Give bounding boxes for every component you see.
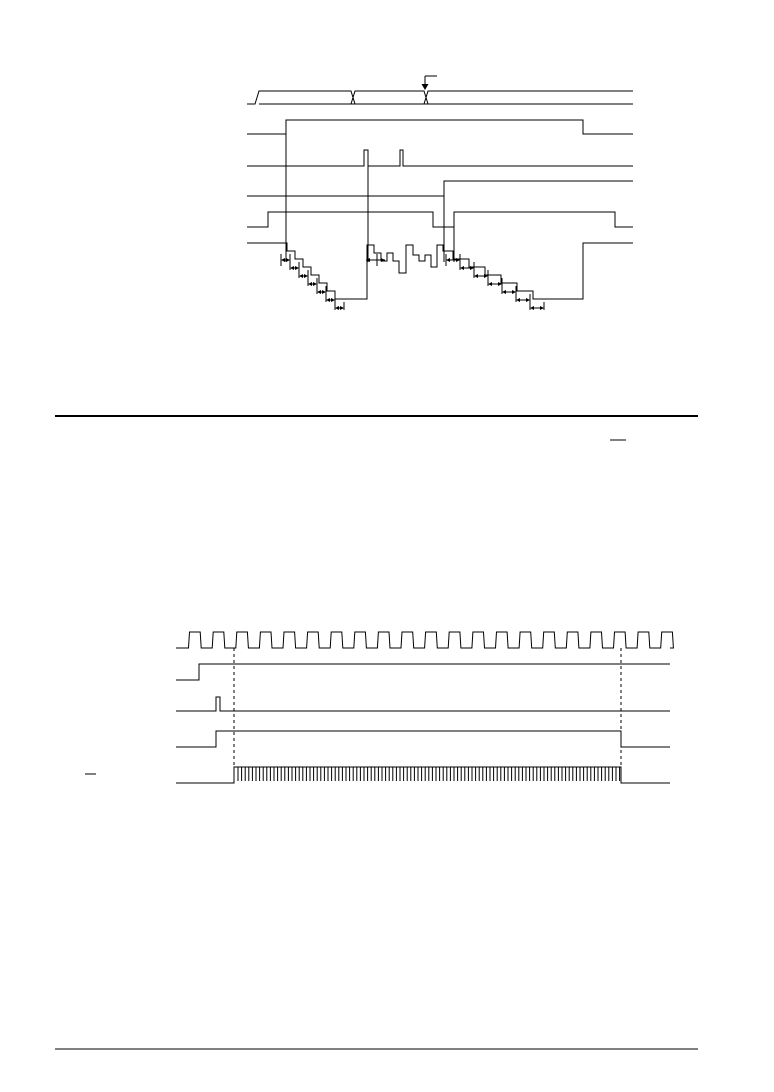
signal-2-waveform xyxy=(247,119,633,135)
arrow-head xyxy=(322,290,326,294)
timing-diagram-bottom xyxy=(176,631,674,784)
arrow-head xyxy=(484,274,488,278)
bus-waveform xyxy=(247,90,633,105)
arrow-head xyxy=(460,266,464,270)
arrow-head xyxy=(526,298,530,302)
arrow-head xyxy=(308,282,312,286)
arrow-head xyxy=(498,282,502,286)
clock-waveform xyxy=(176,631,674,649)
signal-4-waveform xyxy=(176,730,670,748)
burst-ticks xyxy=(237,767,621,781)
signal-2-waveform xyxy=(176,663,670,681)
signal-6-waveform xyxy=(247,242,633,300)
arrow-head xyxy=(290,266,294,270)
arrow-head xyxy=(335,306,339,310)
signal-3-waveform xyxy=(176,696,670,712)
arrow-head xyxy=(381,258,385,262)
arrow-head xyxy=(326,298,330,302)
arrow-head xyxy=(281,258,285,262)
arrow-head xyxy=(299,274,303,278)
arrow-head xyxy=(502,290,506,294)
arrow-head xyxy=(295,266,299,270)
arrow-head xyxy=(446,258,450,262)
arrow-head xyxy=(470,266,474,270)
arrow-head xyxy=(313,282,317,286)
down-arrow-icon xyxy=(421,84,429,90)
arrow-head xyxy=(317,290,321,294)
signal-4-waveform xyxy=(247,180,633,197)
timing-diagram-top xyxy=(247,75,633,310)
arrow-head xyxy=(304,274,308,278)
signal-5-waveform xyxy=(247,211,633,228)
arrow-head xyxy=(474,274,478,278)
arrow-head xyxy=(512,290,516,294)
signal-3-waveform xyxy=(247,149,633,167)
arrow-head xyxy=(286,258,290,262)
signal-5-waveform xyxy=(176,766,670,784)
arrow-head xyxy=(540,306,544,310)
arrow-head xyxy=(340,306,344,310)
arrow-head xyxy=(488,282,492,286)
arrow-head xyxy=(530,306,534,310)
arrow-head xyxy=(331,298,335,302)
arrow-head xyxy=(516,298,520,302)
arrow-head xyxy=(456,258,460,262)
arrow-head xyxy=(366,258,370,262)
